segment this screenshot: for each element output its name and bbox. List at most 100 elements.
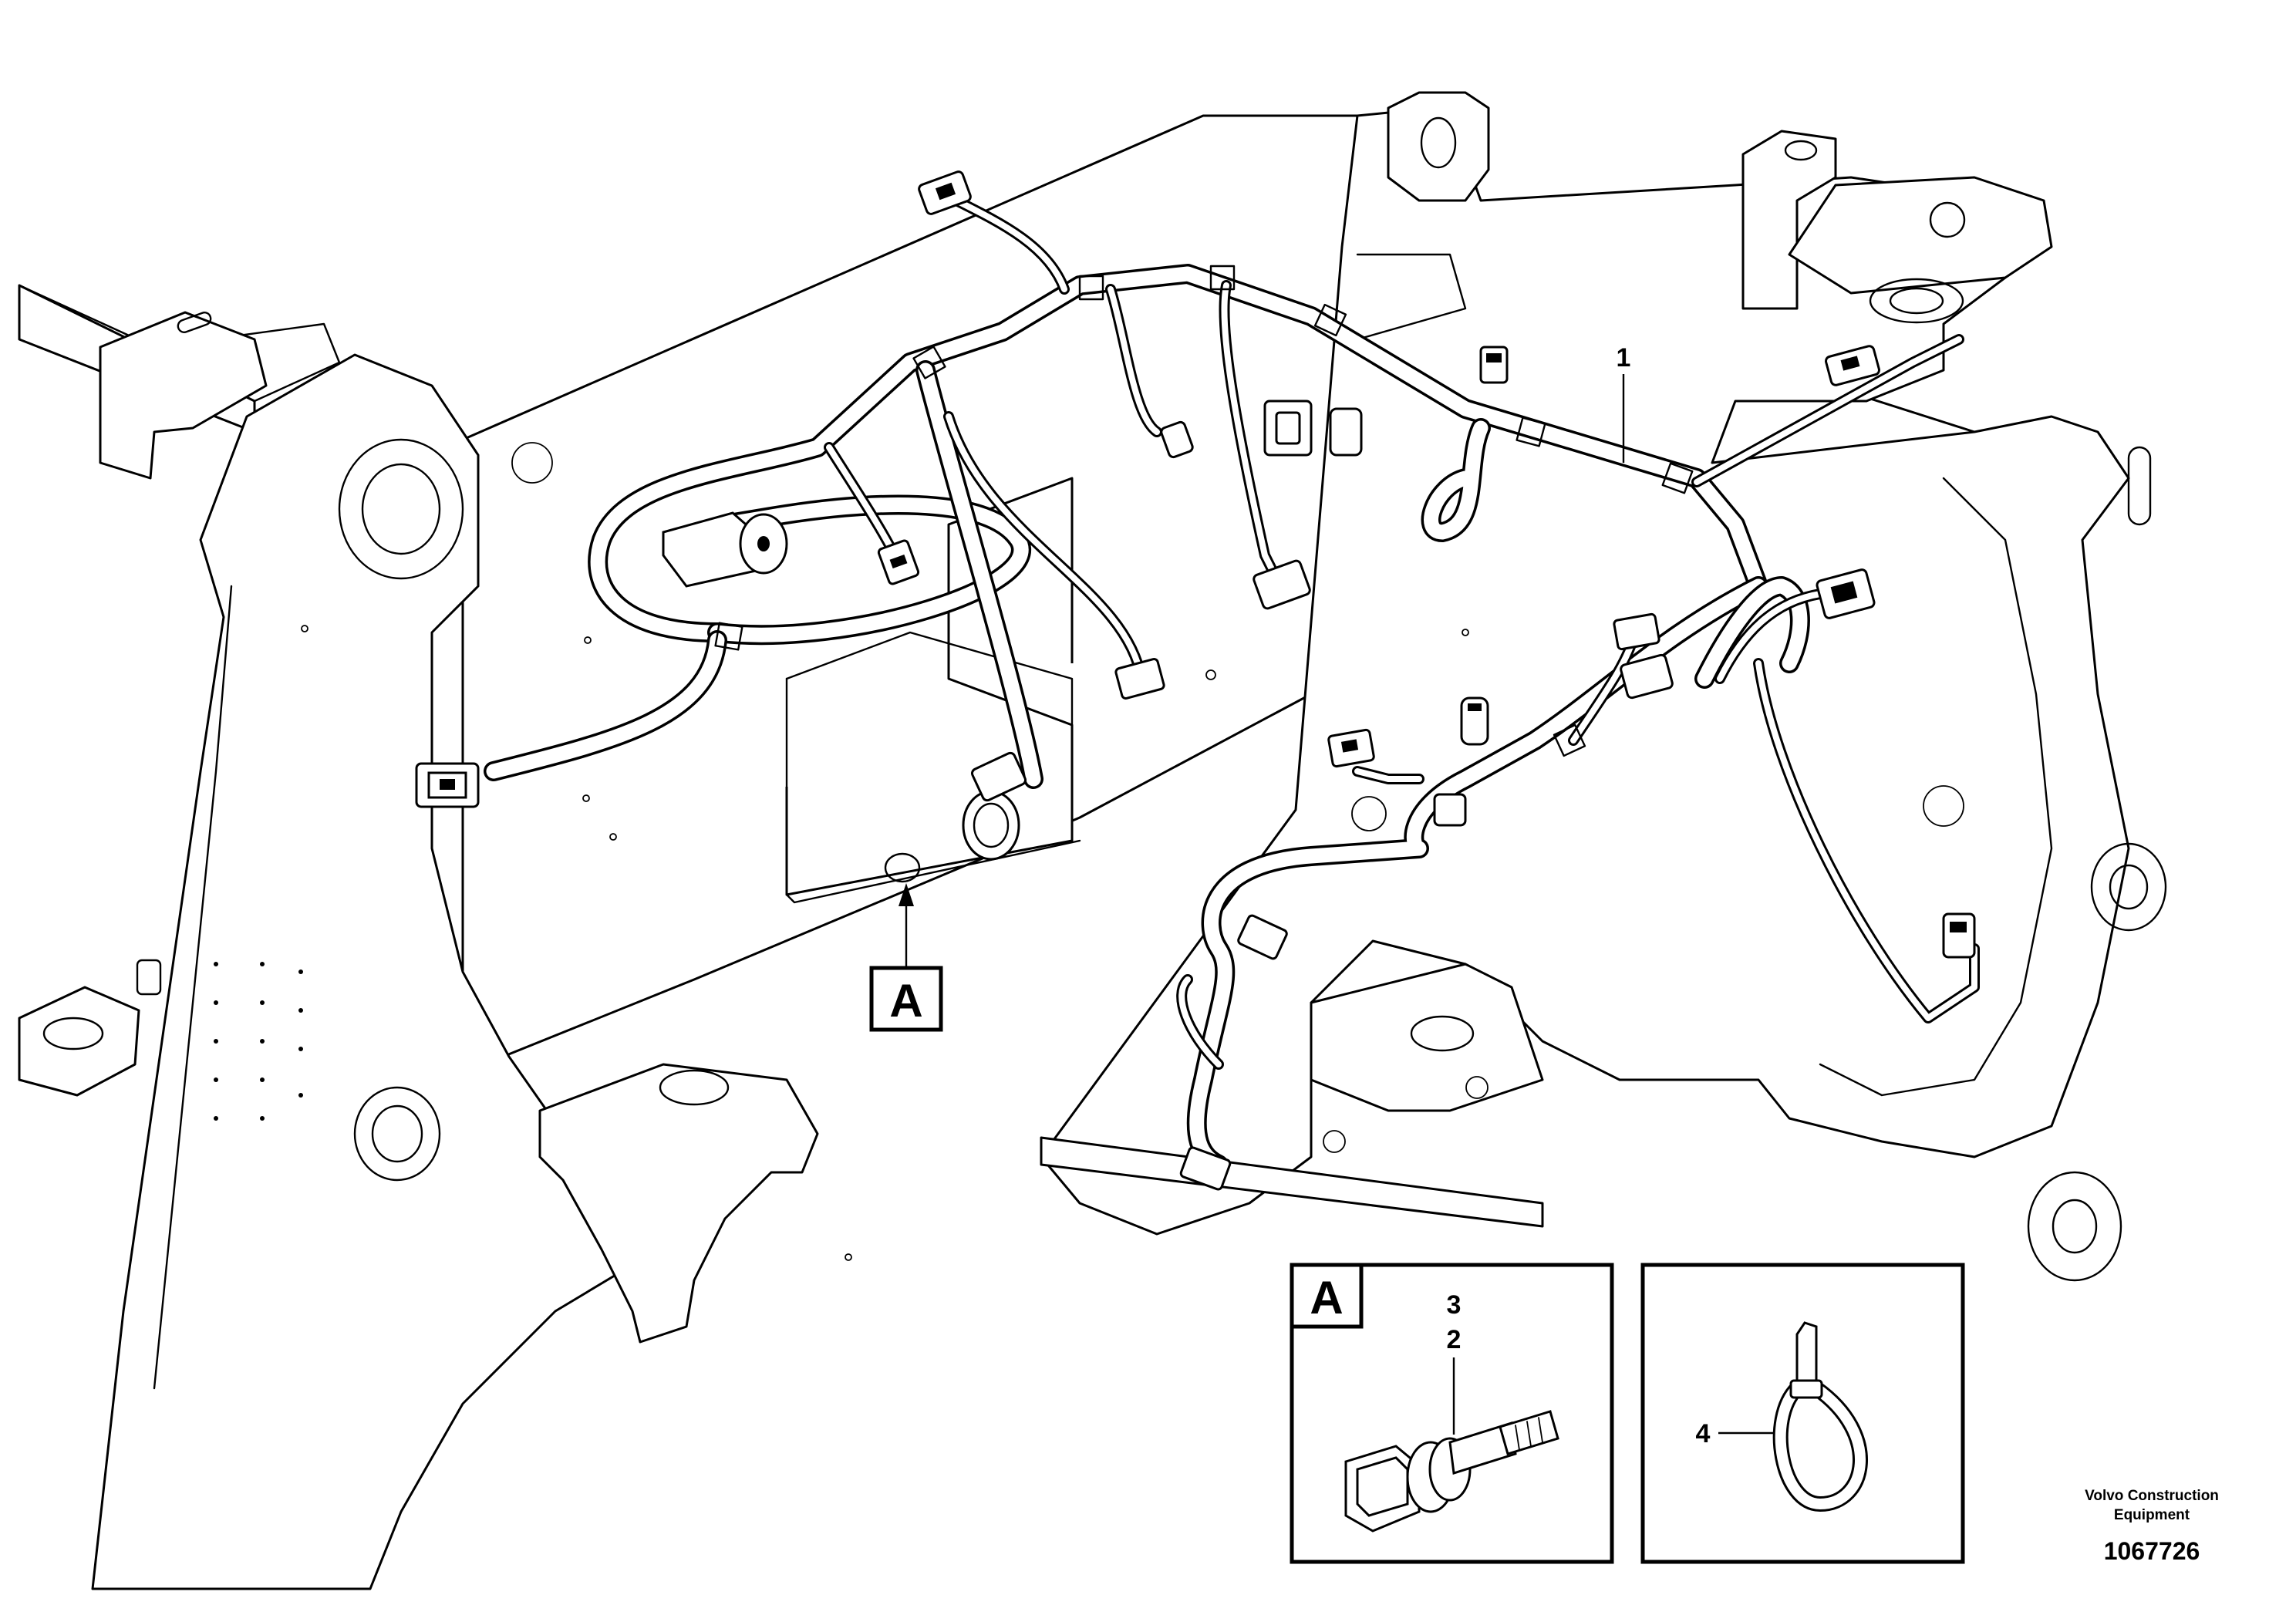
- bracket-slot: [177, 312, 212, 333]
- wire-right-drop-inner: [1755, 660, 1977, 1021]
- hole: [582, 794, 590, 802]
- view-a-arrowhead: [899, 883, 914, 906]
- connector-right-middle-2: [1620, 653, 1674, 700]
- callout-2-label: 2: [1447, 1325, 1462, 1354]
- harness-hoop-inner: [1424, 420, 1489, 540]
- wire-right-branch-2-inner: [1717, 591, 1823, 682]
- view-a-box: [869, 966, 943, 1032]
- harness-loop-right-inner: [1697, 578, 1808, 686]
- center-box-front: [785, 677, 1081, 904]
- center-box-lid: [785, 631, 1074, 727]
- articulation-plate: [1788, 176, 2053, 295]
- bracket-left-lower: [18, 986, 140, 1097]
- hole: [1323, 1130, 1346, 1153]
- connector-vertical-sensor: [1460, 696, 1489, 746]
- boom-pivot-inner: [361, 463, 441, 555]
- front-lug-slot: [2127, 446, 2152, 526]
- connector-left-front: [1327, 728, 1375, 768]
- connector-small-center: [877, 539, 920, 585]
- connector-mid-box: [1253, 559, 1311, 610]
- wire-top-right-inner: [1694, 336, 1962, 485]
- bracket-top-right: [1741, 130, 1837, 310]
- wire-left-bottom-inner: [1178, 976, 1222, 1067]
- front-pivot-mid: [2090, 842, 2167, 932]
- articulation-hole: [1929, 201, 1966, 238]
- connector-loop-large: [662, 511, 788, 588]
- connector-box-left: [1114, 658, 1165, 700]
- connector-right-middle-1: [1613, 612, 1660, 651]
- boom-tab: [136, 959, 162, 996]
- hinge-lug-hole: [1420, 116, 1457, 169]
- connector-top-right: [1825, 345, 1880, 386]
- bracket-center-lower: [538, 1063, 819, 1344]
- view-a-letter: A: [889, 975, 922, 1027]
- callout-3-label: 3: [1447, 1290, 1462, 1320]
- connector-right-drop: [1942, 912, 1976, 959]
- bracket-center-hole: [659, 1069, 730, 1106]
- front-pivot-lower-inner: [2052, 1199, 2098, 1254]
- hole: [1462, 629, 1469, 636]
- view-a-marker: A: [869, 883, 943, 1032]
- hole: [1465, 1076, 1489, 1099]
- sensor-boss: [884, 852, 921, 883]
- hole: [845, 1253, 852, 1261]
- front-frame-bracket: [1310, 963, 1544, 1112]
- bracket-left-lower-hole: [42, 1017, 104, 1050]
- inset-cable-tie: 4: [1640, 1263, 1965, 1564]
- connector-t-splice: [1433, 793, 1467, 827]
- connectors: [415, 170, 1976, 1191]
- cable-tie: [1772, 1321, 1868, 1512]
- callout-1-label: 1: [1617, 343, 1631, 373]
- connector-floor: [1179, 1146, 1232, 1191]
- connector-center-bottom: [970, 751, 1027, 802]
- wire-loop-connector-inner: [946, 413, 1145, 682]
- rear-axle-beam-top: [18, 284, 341, 403]
- wire-center-down-inner: [1221, 282, 1283, 589]
- connector-lower-left: [415, 762, 480, 808]
- boom-inner-edge: [153, 585, 233, 1390]
- inset-view-a: A 3 2: [1290, 1263, 1614, 1564]
- connector-loop-front: [1237, 914, 1288, 960]
- boom-lower-bush-inner: [371, 1104, 423, 1163]
- pressure-sensor: [1344, 1410, 1559, 1533]
- hole: [301, 625, 308, 632]
- wire-small-connector-inner: [826, 444, 898, 558]
- wire-middle-front-inner: [1354, 768, 1422, 782]
- hinge-lug-top: [1387, 91, 1490, 202]
- front-pivot-lower: [2027, 1171, 2122, 1282]
- connector-center-tall: [1263, 400, 1363, 457]
- hole: [609, 833, 617, 841]
- front-frame-bracket-hole: [1410, 1015, 1475, 1052]
- floor-plate: [1040, 1136, 1544, 1228]
- hole: [511, 442, 553, 484]
- callout-1: 1: [1617, 343, 1631, 463]
- harness-bands: [714, 265, 1694, 757]
- axle-bracket-left: [99, 311, 268, 480]
- wire-center-right-inner: [1108, 286, 1160, 435]
- articulation-pin: [1869, 278, 1964, 324]
- hydraulic-port-inner: [973, 802, 1010, 848]
- inset-a-tag: [1290, 1263, 1364, 1329]
- company-line-2: Equipment: [2114, 1507, 2190, 1523]
- harness-branch-front-inner: [1189, 578, 1766, 1172]
- callout-4-label: 4: [1696, 1419, 1711, 1448]
- hole: [584, 636, 592, 644]
- wire-to-top-left-connector-inner: [953, 197, 1067, 292]
- front-pivot-mid-inner: [2109, 864, 2149, 910]
- drawing-number: 1067726: [2104, 1537, 2200, 1565]
- inset-tie-frame: [1640, 1263, 1965, 1564]
- bracket-hole-top-right: [1784, 140, 1818, 161]
- hydraulic-port: [962, 790, 1020, 861]
- harness-branch-center-inner: [918, 363, 1041, 787]
- boom-pivot-outer: [338, 438, 464, 580]
- drawing-credit: Volvo Construction Equipment 1067726: [2085, 1488, 2219, 1565]
- connector-right-upper: [1816, 568, 1876, 619]
- hole: [1923, 785, 1964, 827]
- front-frame-contour: [1356, 253, 1467, 341]
- company-line-1: Volvo Construction: [2085, 1488, 2219, 1504]
- harness-branch-left-inner: [486, 632, 725, 779]
- articulation-pin-inner: [1889, 287, 1944, 315]
- inset-a-letter: A: [1310, 1272, 1343, 1324]
- hole: [1351, 796, 1387, 831]
